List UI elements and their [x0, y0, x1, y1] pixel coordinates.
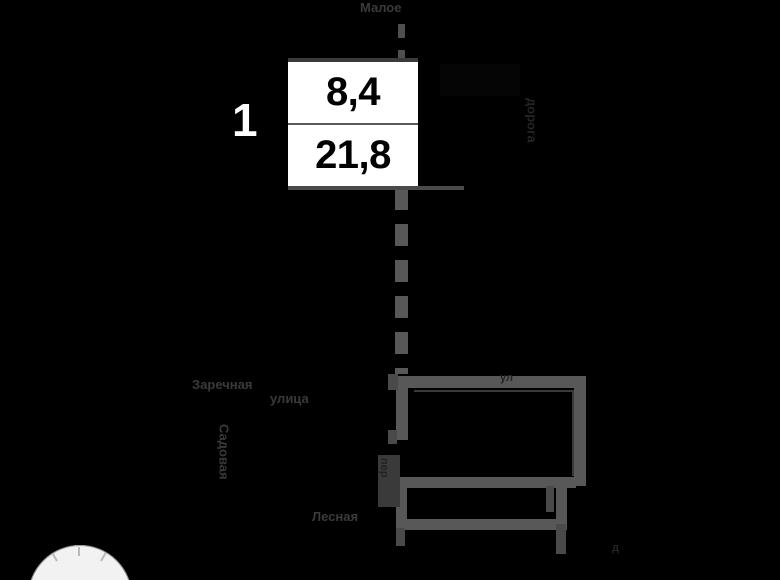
compass-tick-icon	[100, 552, 107, 562]
label-left-road-secondary: улица	[270, 391, 309, 406]
label-right-small: ул	[500, 372, 513, 384]
label-bottom-left: Лесная	[312, 509, 359, 524]
compass-tick-icon	[51, 552, 58, 562]
road-stub-left-upper	[388, 374, 398, 390]
road-segment-left-vertical	[396, 376, 408, 440]
road-stub-right-lower	[556, 524, 566, 554]
building-block-upper-right	[440, 64, 520, 96]
callout-divider	[288, 123, 418, 125]
rule-below-callout	[288, 186, 464, 190]
label-top-center: Малое	[360, 0, 402, 15]
road-segment-lower-right-vertical	[556, 477, 567, 530]
boundary-line-upper	[398, 24, 405, 62]
label-left-road: Заречная	[192, 377, 253, 392]
road-inner-outline-right	[572, 390, 574, 476]
label-right-lower: пер	[378, 458, 391, 478]
label-right-vertical: дорога	[524, 98, 540, 143]
road-segment-lower-bottom-horizontal	[396, 519, 566, 530]
distance-value-bottom: 21,8	[315, 132, 391, 177]
compass-tick-icon	[78, 547, 80, 556]
label-left-vertical: Садовая	[216, 424, 232, 480]
rule-above-callout	[288, 58, 418, 62]
road-segment-top-horizontal	[396, 376, 586, 388]
road-stub-bottom	[396, 528, 405, 546]
road-segment-lower-left-vertical	[396, 477, 407, 530]
road-segment-middle-horizontal	[396, 477, 576, 488]
route-number-marker: 1	[232, 94, 258, 146]
road-inner-outline-top	[414, 390, 574, 392]
distance-callout-box[interactable]: 8,4 21,8	[288, 62, 418, 186]
road-stub-right-mid	[546, 486, 554, 512]
distance-value-top: 8,4	[325, 70, 381, 114]
road-stub-left-lower	[388, 430, 397, 444]
label-bottom-right: д	[612, 542, 619, 554]
road-segment-right-vertical	[574, 376, 586, 486]
compass-rose[interactable]: Ю З	[28, 545, 132, 580]
building-block-right	[378, 455, 400, 507]
boundary-line-main	[395, 188, 408, 374]
